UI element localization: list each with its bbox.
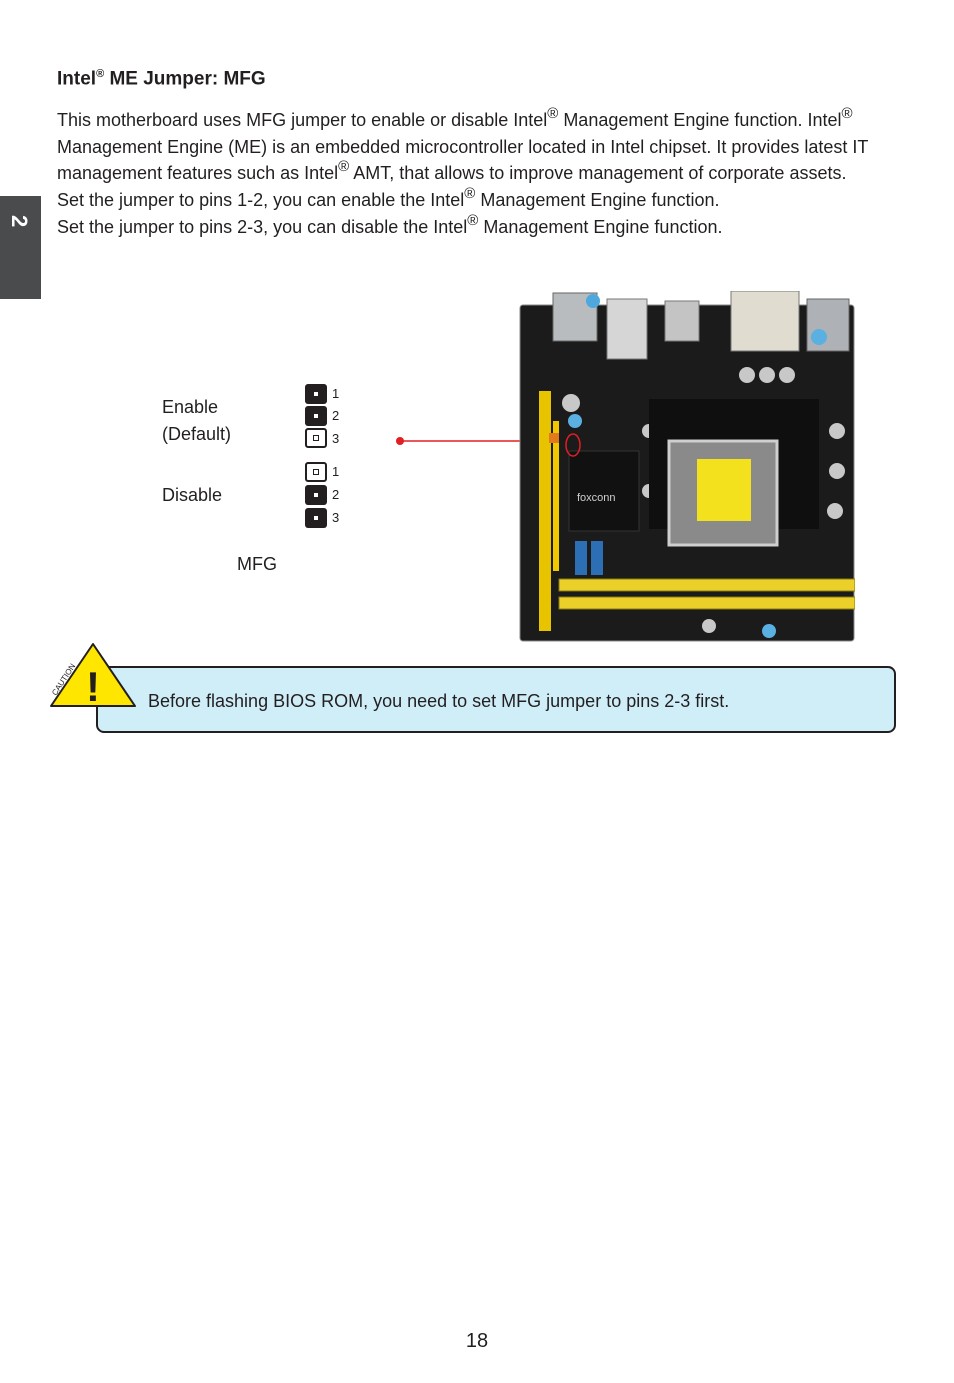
jumper-pin (305, 462, 327, 482)
paragraph-description: This motherboard uses MFG jumper to enab… (57, 104, 869, 184)
board-logo: foxconn (577, 492, 616, 504)
jumper-pin (305, 428, 327, 448)
pin-number: 2 (332, 408, 340, 423)
paragraph-disable: Set the jumper to pins 2-3, you can disa… (57, 211, 723, 237)
caution-message: Before flashing BIOS ROM, you need to se… (148, 691, 730, 711)
chapter-number: 2 (7, 215, 32, 228)
section-title: Intel® ME Jumper: MFG (57, 68, 266, 90)
default-label: (Default) (162, 424, 232, 444)
chapter-tab (0, 196, 41, 299)
page-number: 18 (465, 1330, 489, 1352)
pin-number: 3 (332, 510, 340, 525)
jumper-pin (305, 384, 327, 404)
disable-label: Disable (162, 485, 223, 505)
paragraph-enable: Set the jumper to pins 1-2, you can enab… (57, 184, 720, 211)
jumper-pin (305, 485, 327, 505)
caution-mark: ! (86, 663, 100, 710)
body-text: This motherboard uses MFG jumper to enab… (57, 104, 907, 241)
pin-number: 1 (332, 464, 340, 479)
caution-icon: ! CAUTION (50, 643, 136, 710)
jumper-pin (305, 508, 327, 528)
jumper-name: MFG (237, 554, 277, 574)
jumper-pin (305, 406, 327, 426)
pin-number: 3 (332, 431, 340, 446)
caution-box (96, 666, 896, 733)
enable-label: Enable (162, 397, 219, 417)
pin-number: 2 (332, 487, 340, 502)
pin-number: 1 (332, 386, 340, 401)
motherboard-image: foxconn (519, 291, 855, 642)
